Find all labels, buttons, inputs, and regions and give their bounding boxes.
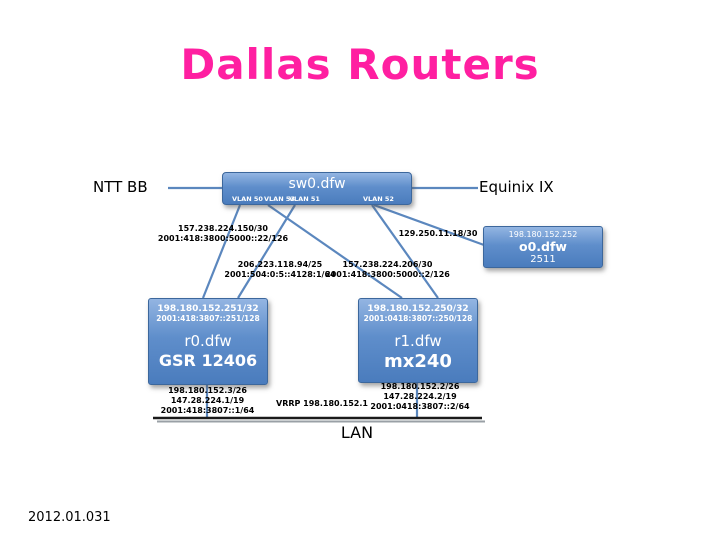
link-label-ntt-r1-v4: 157.238.224.206/30 [342, 260, 433, 269]
r1-name: r1.dfw [394, 332, 442, 350]
r0-model: GSR 12406 [158, 351, 258, 370]
r1-lan-ipv6: 2001:0418:3807::2/64 [370, 402, 470, 411]
slide-footer-date: 2012.01.031 [28, 510, 111, 525]
switch-name: sw0.dfw [288, 176, 346, 192]
oob-router-o0dfw-node: 198.180.152.252 o0.dfw 2511 [483, 226, 603, 268]
link-switch-to-r0-a [201, 204, 242, 299]
link-label-equinix-v6: 2001:504:0:5::4128:1/64 [224, 270, 336, 279]
r1-model: mx240 [384, 351, 452, 372]
link-label-oob-v4: 129.250.11.18/30 [398, 229, 478, 238]
link-switch-to-r0-b [237, 204, 296, 299]
vrrp-label: VRRP 198.180.152.1 [276, 399, 368, 408]
link-label-equinix-v4: 206.223.118.94/25 [237, 260, 323, 269]
r0-loopback-ipv6: 2001:418:3807::251/128 [156, 314, 260, 323]
ntt-bb-label: NTT BB [93, 178, 148, 196]
link-label-oob: 129.250.11.18/30 [383, 229, 493, 239]
vlan-53-label: VLAN 53 [264, 195, 295, 203]
link-label-equinix: 206.223.118.94/25 2001:504:0:5::4128:1/6… [205, 260, 355, 280]
vlan-51-label: VLAN 51 [289, 195, 320, 203]
router-r1dfw-node: 198.180.152.250/32 2001:0418:3807::250/1… [358, 298, 478, 383]
r1-lan-addresses: 198.180.152.2/26 147.28.224.2/19 2001:04… [355, 382, 485, 412]
link-label-ntt-r0-v4: 157.238.224.150/30 [178, 224, 268, 233]
lan-label: LAN [340, 423, 374, 442]
link-switch-to-oob [373, 203, 485, 247]
equinix-ix-label: Equinix IX [479, 178, 554, 196]
oob-name: o0.dfw [519, 239, 567, 254]
link-label-ntt-r1: 157.238.224.206/30 2001:418:3800:5000::2… [310, 260, 465, 280]
r1-loopback-ipv6: 2001:0418:3807::250/128 [363, 314, 473, 323]
link-label-ntt-r0-v6: 2001:418:3800:5000::22/126 [157, 234, 289, 243]
link-switch-to-r1-a [267, 204, 403, 299]
vlan-52-label: VLAN 52 [363, 195, 394, 203]
r1-lan-ipv4-b: 147.28.224.2/19 [383, 392, 457, 401]
r0-lan-addresses: 198.180.152.3/26 147.28.224.1/19 2001:41… [145, 386, 270, 416]
link-label-ntt-r1-v6: 2001:418:3800:5000::2/126 [325, 270, 450, 279]
r1-loopback-ipv4: 198.180.152.250/32 [367, 304, 469, 314]
link-label-ntt-r0: 157.238.224.150/30 2001:418:3800:5000::2… [148, 224, 298, 244]
oob-model: 2511 [530, 254, 556, 265]
link-switch-to-r1-b [371, 204, 439, 299]
r0-lan-ipv4: 198.180.152.3/26 [168, 386, 247, 395]
slide-title: Dallas Routers [180, 40, 540, 89]
switch-sw0dfw-node: sw0.dfw VLAN 50 VLAN 53 VLAN 51 VLAN 52 [222, 172, 412, 205]
vlan-50-label: VLAN 50 [232, 195, 263, 203]
r0-lan-ipv6: 2001:418:3807::1/64 [160, 406, 255, 415]
oob-ip: 198.180.152.252 [508, 230, 578, 239]
r0-lan-ipv4-b: 147.28.224.1/19 [170, 396, 245, 405]
r0-name: r0.dfw [184, 332, 232, 350]
r1-lan-ipv4: 198.180.152.2/26 [380, 382, 460, 391]
router-r0dfw-node: 198.180.152.251/32 2001:418:3807::251/12… [148, 298, 268, 385]
r0-loopback-ipv4: 198.180.152.251/32 [157, 304, 259, 314]
